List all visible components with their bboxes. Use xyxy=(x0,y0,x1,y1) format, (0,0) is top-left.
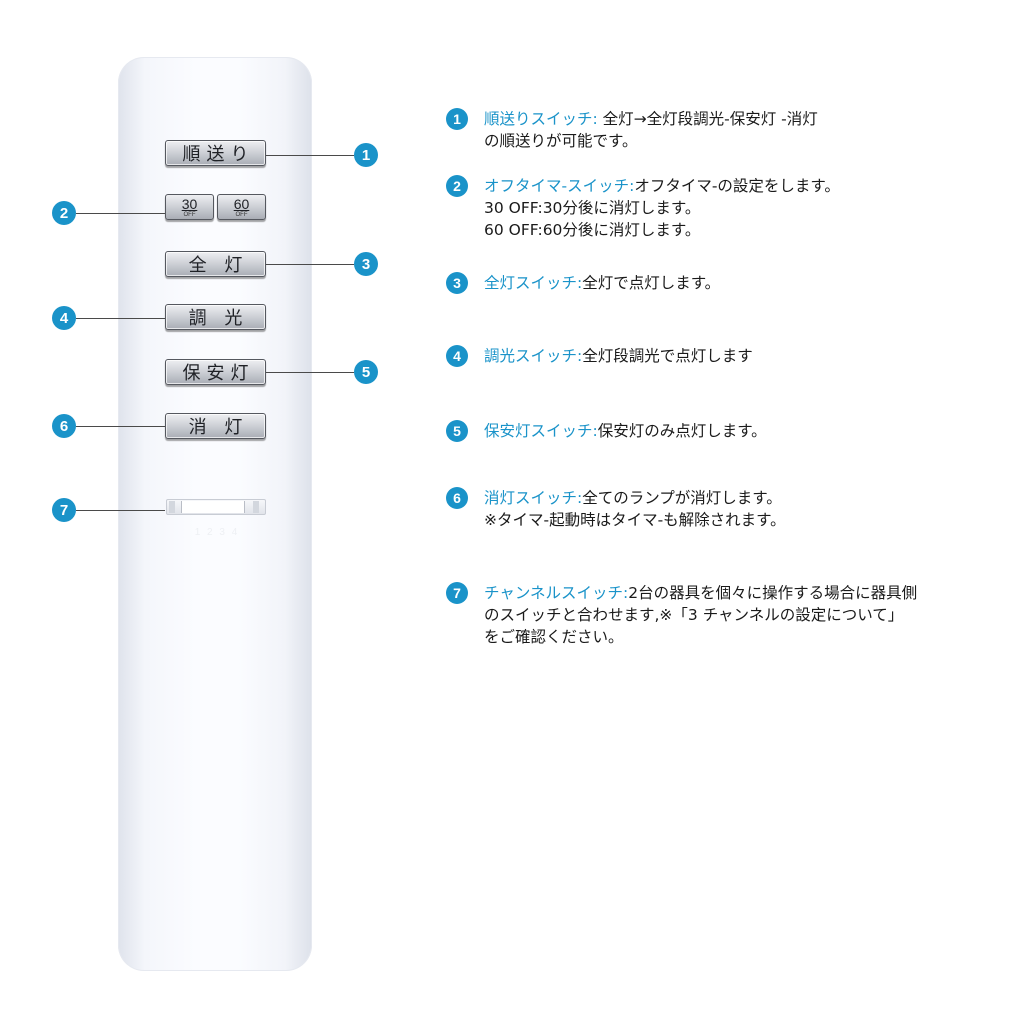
desc-line: ※タイマ-起動時はタイマ-も解除されます。 xyxy=(484,511,786,529)
off-timer-switch: 30 OFF 60 OFF xyxy=(165,194,266,220)
slider-knob[interactable] xyxy=(181,501,245,513)
desc-number-6: 6 xyxy=(446,487,468,509)
desc-line: 保安灯のみ点灯します。 xyxy=(597,422,767,440)
all-on-button[interactable]: 全 灯 xyxy=(165,251,266,277)
desc-title-4: 調光スイッチ: xyxy=(484,347,583,365)
callout-3: 3 xyxy=(354,252,378,276)
desc-number-1: 1 xyxy=(446,108,468,130)
off-button[interactable]: 消 灯 xyxy=(165,413,266,439)
leader-line-3 xyxy=(266,264,354,265)
desc-number-5: 5 xyxy=(446,420,468,442)
sequential-button[interactable]: 順送り xyxy=(165,140,266,166)
leader-line-5 xyxy=(266,372,354,373)
callout-5: 5 xyxy=(354,360,378,384)
desc-number-4: 4 xyxy=(446,345,468,367)
desc-line: 全灯→全灯段調光-保安灯 -消灯 xyxy=(602,110,818,128)
timer-30-sub: OFF xyxy=(183,211,196,218)
leader-line-7 xyxy=(76,510,165,511)
callout-7: 7 xyxy=(52,498,76,522)
desc-line: 2台の器具を個々に操作する場合に器具側 xyxy=(628,584,918,602)
desc-title-2: オフタイマ-スイッチ: xyxy=(484,177,635,195)
desc-number-2: 2 xyxy=(446,175,468,197)
desc-title-7: チャンネルスイッチ: xyxy=(484,584,629,602)
description-2: 2 オフタイマ-スイッチ:オフタイマ-の設定をします。 30 OFF:30分後に… xyxy=(446,175,1016,241)
channel-slider[interactable] xyxy=(166,499,266,515)
callout-6: 6 xyxy=(52,414,76,438)
timer-60-sub: OFF xyxy=(235,211,248,218)
description-3: 3 全灯スイッチ:全灯で点灯します。 xyxy=(446,272,1016,294)
timer-30-button[interactable]: 30 OFF xyxy=(165,194,214,220)
desc-title-5: 保安灯スイッチ: xyxy=(484,422,598,440)
slider-mark-right xyxy=(253,501,259,513)
desc-line: 全灯段調光で点灯します xyxy=(582,347,753,365)
timer-60-button[interactable]: 60 OFF xyxy=(217,194,266,220)
night-light-button[interactable]: 保安灯 xyxy=(165,359,266,385)
description-4: 4 調光スイッチ:全灯段調光で点灯します xyxy=(446,345,1016,367)
desc-title-1: 順送りスイッチ: xyxy=(484,110,598,128)
channel-label: 1 2 3 4 xyxy=(194,527,240,538)
desc-number-7: 7 xyxy=(446,582,468,604)
desc-title-3: 全灯スイッチ: xyxy=(484,274,583,292)
desc-line: をご確認ください。 xyxy=(484,628,624,646)
desc-title-6: 消灯スイッチ: xyxy=(484,489,583,507)
description-7: 7 チャンネルスイッチ:2台の器具を個々に操作する場合に器具側 のスイッチと合わ… xyxy=(446,582,1016,648)
slider-mark-left xyxy=(169,501,175,513)
desc-line: 全灯で点灯します。 xyxy=(582,274,721,292)
callout-4: 4 xyxy=(52,306,76,330)
desc-line: の順送りが可能です。 xyxy=(484,132,638,150)
desc-line: 全てのランプが消灯します。 xyxy=(582,489,782,507)
leader-line-1 xyxy=(266,155,354,156)
desc-line: 60 OFF:60分後に消灯します。 xyxy=(484,221,701,239)
callout-1: 1 xyxy=(354,143,378,167)
desc-line: 30 OFF:30分後に消灯します。 xyxy=(484,199,701,217)
timer-60-label: 60 xyxy=(233,195,250,212)
description-5: 5 保安灯スイッチ:保安灯のみ点灯します。 xyxy=(446,420,1016,442)
dim-button[interactable]: 調 光 xyxy=(165,304,266,330)
leader-line-6 xyxy=(76,426,165,427)
description-6: 6 消灯スイッチ:全てのランプが消灯します。 ※タイマ-起動時はタイマ-も解除さ… xyxy=(446,487,1016,531)
timer-30-label: 30 xyxy=(181,195,198,212)
description-1: 1 順送りスイッチ: 全灯→全灯段調光-保安灯 -消灯 の順送りが可能です。 xyxy=(446,108,1016,152)
desc-line: のスイッチと合わせます,※「3 チャンネルの設定について」 xyxy=(484,606,904,624)
desc-number-3: 3 xyxy=(446,272,468,294)
desc-line: オフタイマ-の設定をします。 xyxy=(634,177,840,195)
leader-line-2 xyxy=(76,213,165,214)
callout-2: 2 xyxy=(52,201,76,225)
leader-line-4 xyxy=(76,318,165,319)
